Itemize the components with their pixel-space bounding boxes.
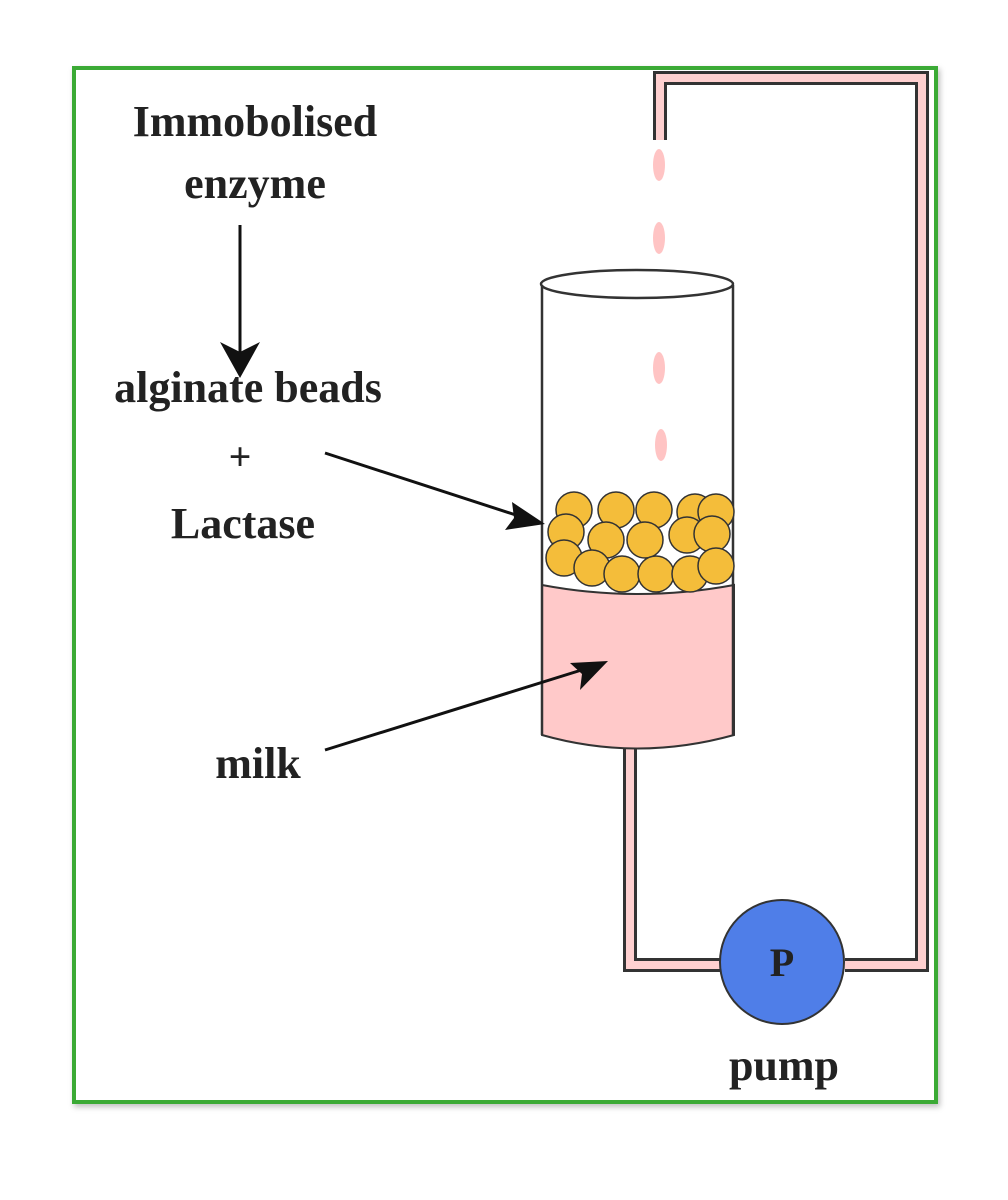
column-rim — [539, 268, 735, 300]
pump-symbol: P — [770, 940, 794, 985]
label-immobilised-line2: enzyme — [184, 159, 326, 208]
arrow-lactase-to-beads — [324, 451, 526, 520]
alginate-bead — [693, 515, 731, 553]
milk-drips — [653, 149, 667, 461]
label-lactase: Lactase — [171, 499, 315, 548]
alginate-beads — [545, 491, 735, 593]
label-pump: pump — [729, 1041, 839, 1090]
alginate-bead — [626, 521, 664, 559]
alginate-bead — [637, 555, 675, 593]
pump[interactable]: P — [719, 899, 845, 1025]
outlet-pipe — [623, 740, 720, 972]
milk-layer — [541, 583, 735, 750]
label-immobilised-line1: Immobolised — [133, 97, 377, 146]
pump-circle — [719, 899, 845, 1025]
arrowhead-lactase — [505, 502, 545, 530]
arrowhead-milk — [570, 661, 608, 690]
return-pipe — [653, 71, 929, 972]
alginate-bead — [603, 555, 641, 593]
label-milk: milk — [215, 739, 301, 788]
alginate-bead — [697, 547, 735, 585]
label-plus: + — [229, 434, 252, 479]
label-alginate-beads: alginate beads — [114, 363, 382, 412]
reactor-column — [539, 268, 735, 750]
arrowhead-enzyme — [220, 342, 260, 378]
arrow-milk-to-column — [324, 666, 589, 752]
